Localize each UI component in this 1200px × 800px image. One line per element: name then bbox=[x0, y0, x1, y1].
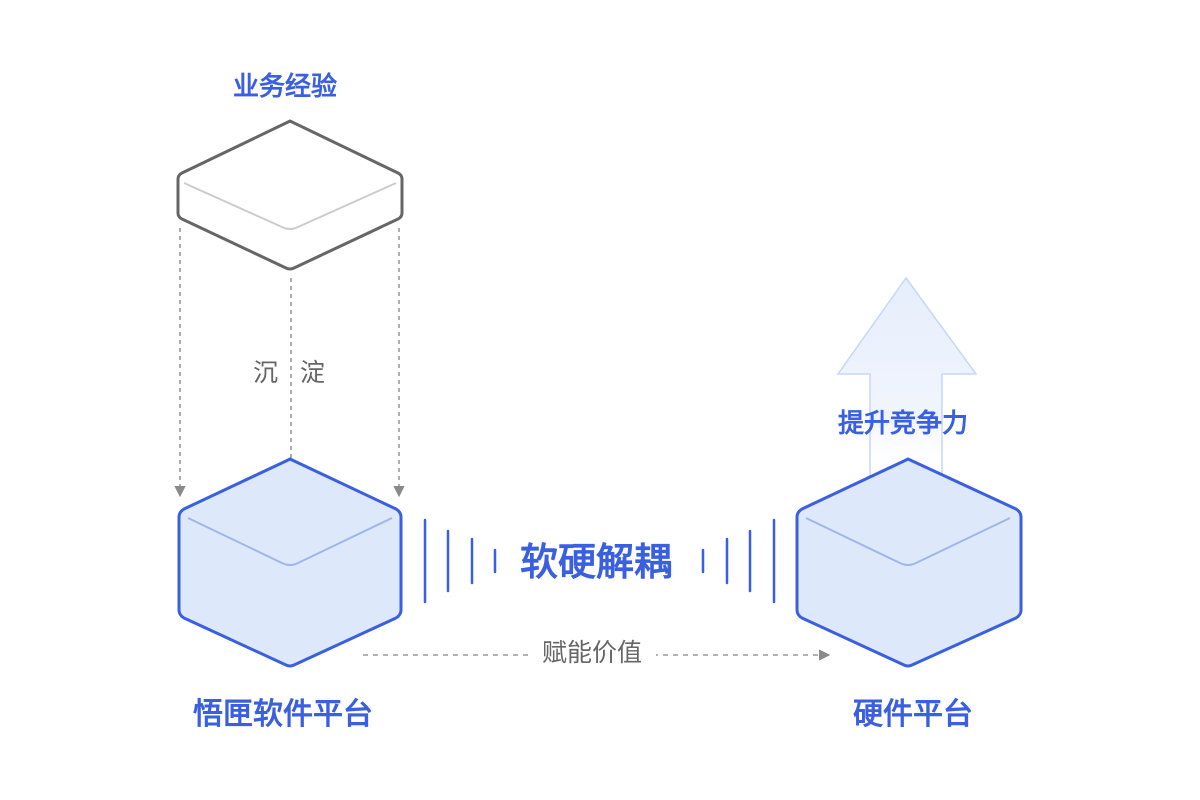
business-experience-box bbox=[176, 119, 404, 271]
hardware-platform-label: 硬件平台 bbox=[853, 697, 973, 732]
empower-value-label: 赋能价值 bbox=[528, 640, 657, 665]
competitiveness-up-arrow bbox=[836, 276, 978, 481]
decouple-bars-left bbox=[423, 518, 497, 604]
settle-label-char-1: 沉 bbox=[253, 358, 279, 387]
business-experience-label: 业务经验 bbox=[233, 72, 338, 102]
software-platform-cube bbox=[177, 457, 403, 668]
improve-competitiveness-label: 提升竞争力 bbox=[838, 409, 969, 439]
settle-label-char-2: 淀 bbox=[300, 358, 326, 387]
hardware-platform-cube bbox=[795, 457, 1023, 668]
decouple-label: 软硬解耦 bbox=[520, 540, 673, 584]
software-platform-label: 悟匣软件平台 bbox=[193, 697, 373, 732]
decouple-bars-right bbox=[701, 518, 776, 604]
